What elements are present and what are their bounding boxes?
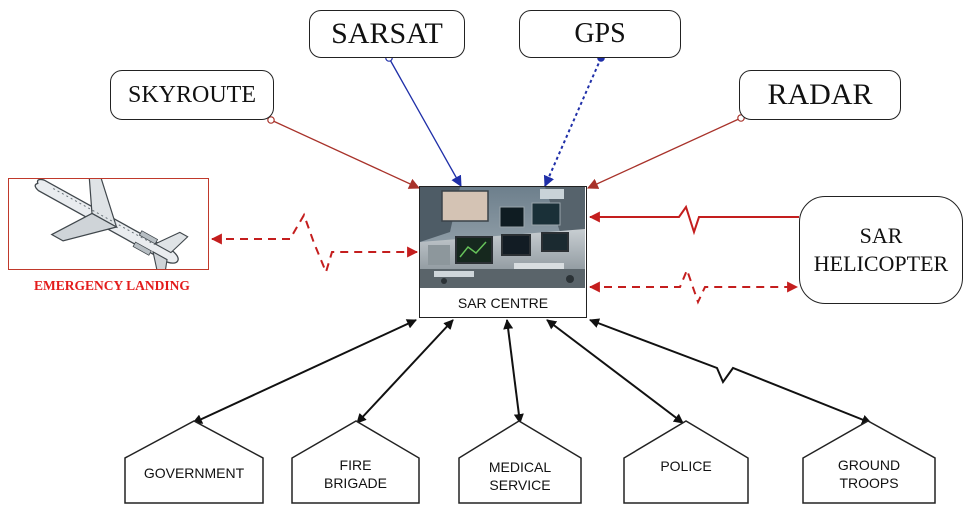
- government-label: GOVERNMENT: [125, 464, 263, 482]
- helicopter-duplex-link: [588, 267, 799, 305]
- emergency-aircraft-panel: [8, 178, 209, 270]
- police-node: [623, 420, 749, 504]
- ground-troops-label-line2: TROOPS: [839, 475, 899, 491]
- medical-service-label: MEDICAL SERVICE: [459, 458, 581, 494]
- medical-service-link: [503, 319, 524, 424]
- gps-link: [543, 57, 602, 188]
- government-link: [192, 319, 417, 424]
- gps-label: GPS: [574, 18, 626, 49]
- sar-centre-label: SAR CENTRE: [457, 294, 549, 311]
- medical-service-node: [458, 420, 582, 504]
- sar-helicopter-box: SAR HELICOPTER: [799, 196, 963, 304]
- fire-brigade-label-line1: FIRE: [339, 457, 372, 473]
- ground-troops-label: GROUND TROOPS: [803, 456, 935, 492]
- fire-brigade-node: [291, 420, 420, 504]
- medical-service-label-line2: SERVICE: [489, 477, 551, 493]
- skyroute-link: [270, 119, 420, 189]
- radar-link: [586, 117, 742, 189]
- ground-troops-link: [589, 318, 872, 425]
- helicopter-label-line1: SAR: [859, 223, 903, 248]
- helicopter-radio-link: [588, 204, 799, 236]
- helicopter-label-line2: HELICOPTER: [813, 251, 949, 276]
- fire-brigade-link: [356, 319, 454, 424]
- sarsat-label: SARSAT: [331, 17, 443, 50]
- sarsat-link: [388, 57, 462, 187]
- skyroute-port-icon: [267, 116, 275, 124]
- radar-label: RADAR: [767, 78, 873, 111]
- aircraft-duplex-link: [210, 212, 419, 275]
- medical-service-label-line1: MEDICAL: [488, 459, 552, 475]
- skyroute-box: SKYROUTE: [110, 70, 274, 120]
- airplane-icon: [34, 179, 189, 269]
- sarsat-box: SARSAT: [309, 10, 465, 58]
- skyroute-label: SKYROUTE: [127, 81, 256, 108]
- ground-troops-label-line1: GROUND: [837, 457, 901, 473]
- fire-brigade-label-line2: BRIGADE: [323, 475, 387, 491]
- emergency-landing-label: EMERGENCY LANDING: [34, 278, 190, 293]
- police-label: POLICE: [624, 457, 748, 475]
- government-label-line1: GOVERNMENT: [143, 465, 245, 481]
- gps-box: GPS: [519, 10, 681, 58]
- control-room-image: [420, 187, 585, 288]
- police-link: [546, 319, 684, 424]
- fire-brigade-label: FIRE BRIGADE: [292, 456, 419, 492]
- government-node: [124, 420, 264, 504]
- ground-troops-node: [802, 420, 936, 504]
- police-label-line1: POLICE: [660, 458, 712, 474]
- radar-box: RADAR: [739, 70, 901, 120]
- sar-centre-node: SAR CENTRE: [419, 186, 587, 318]
